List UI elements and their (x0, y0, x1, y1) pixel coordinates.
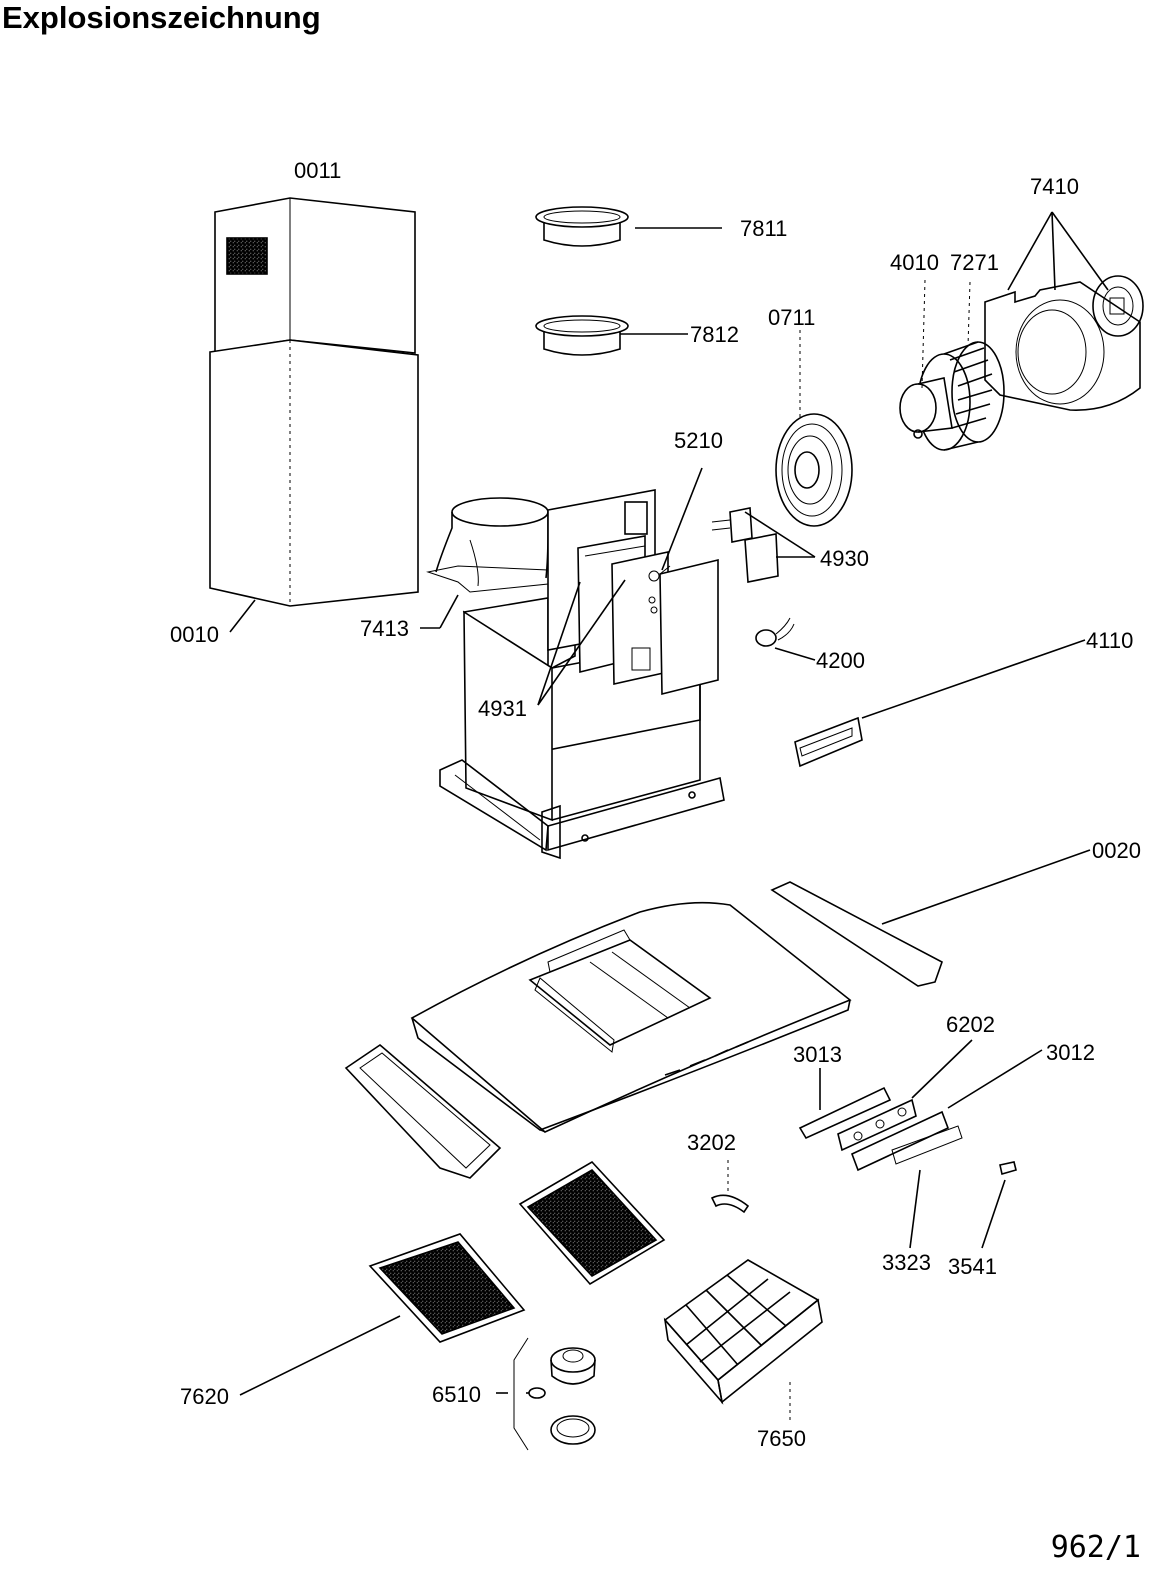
carbon-filter-7650 (663, 1259, 823, 1405)
lamp-bracket (513, 1337, 529, 1451)
control-box-4931-b (659, 558, 719, 696)
flange-ring-7811 (535, 206, 629, 247)
switch-bar-3013 (798, 1086, 892, 1140)
label-4931: 4931 (478, 696, 527, 721)
capacitor-4200 (755, 617, 795, 647)
lamp-cover-a (550, 1347, 596, 1385)
label-7413: 7413 (360, 616, 409, 641)
fan-cover-0711 (775, 413, 853, 527)
label-5210: 5210 (674, 428, 723, 453)
label-6202: 6202 (946, 1012, 995, 1037)
label-0020: 0020 (1092, 838, 1141, 863)
label-0010: 0010 (170, 622, 219, 647)
label-7650: 7650 (757, 1426, 806, 1451)
relay-4930-a (711, 507, 753, 543)
switch-6202 (837, 1098, 917, 1152)
label-7271: 7271 (950, 250, 999, 275)
label-7811: 7811 (740, 216, 787, 241)
sheet-number: 962/1 (1050, 1530, 1141, 1565)
label-7410: 7410 (1030, 174, 1079, 199)
label-7620: 7620 (180, 1384, 229, 1409)
label-4010: 4010 (890, 250, 939, 275)
page-title: Explosionszeichnung (2, 0, 321, 35)
label-0711: 0711 (768, 305, 815, 330)
label-3012: 3012 (1046, 1040, 1095, 1065)
label-3013: 3013 (793, 1042, 842, 1067)
front-panel-0020 (770, 881, 943, 987)
grease-filter-a (518, 1160, 666, 1286)
motor-4010 (899, 377, 953, 439)
control-panel-3012 (850, 1110, 963, 1172)
label-4110: 4110 (1086, 628, 1133, 653)
chimney-upper-part (214, 197, 416, 354)
circuit-board-5210 (611, 551, 669, 685)
flange-ring-7812 (535, 315, 629, 356)
blower-housing-7410 (984, 275, 1144, 411)
knob-3541 (999, 1161, 1017, 1176)
lamp-holder-3202 (710, 1194, 750, 1214)
leader-lines (229, 211, 1109, 1420)
label-6510: 6510 (432, 1382, 481, 1407)
label-4930: 4930 (820, 546, 869, 571)
label-7812: 7812 (690, 322, 739, 347)
label-3541: 3541 (948, 1254, 997, 1279)
label-0011: 0011 (294, 158, 341, 183)
grease-filter-7620 (368, 1233, 526, 1343)
fan-wheel-7271 (917, 341, 1005, 451)
label-4200: 4200 (816, 648, 865, 673)
bulb-6510 (526, 1387, 546, 1399)
label-3202: 3202 (687, 1130, 736, 1155)
lamp-cover-b (550, 1415, 596, 1445)
outlet-adaptor-7413 (426, 497, 549, 593)
hood-canopy (410, 901, 852, 1133)
part-labels: 0011 0010 7811 7812 0711 7410 4010 7271 … (170, 158, 1141, 1451)
chimney-lower-part (209, 339, 419, 607)
label-3323: 3323 (882, 1250, 931, 1275)
side-panel (344, 1043, 502, 1179)
terminal-block-4110 (794, 716, 863, 768)
relay-4930-b (744, 533, 779, 583)
